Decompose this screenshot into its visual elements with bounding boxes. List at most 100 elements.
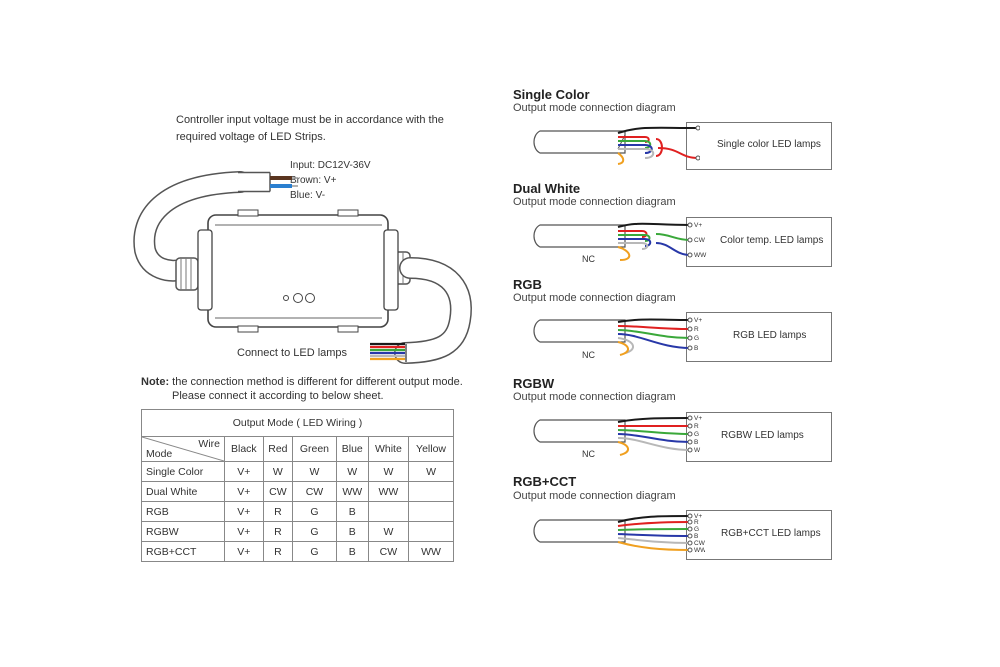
header-black: Black bbox=[224, 436, 264, 462]
dual-white-wiring: V+ CW WW NC bbox=[533, 222, 707, 264]
table-cell: G bbox=[292, 521, 337, 542]
table-row: RGB+CCT V+ R G B CW WW bbox=[141, 541, 454, 562]
table-cell: B bbox=[335, 501, 369, 522]
dual-white-subtitle: Output mode connection diagram bbox=[513, 196, 676, 208]
table-cell: V+ bbox=[224, 501, 264, 522]
note-line1: the connection method is different for d… bbox=[172, 376, 463, 388]
dual-white-lamp-label: Color temp. LED lamps bbox=[720, 235, 824, 246]
table-cell: R bbox=[262, 541, 294, 562]
pin-label: G bbox=[694, 335, 699, 342]
pin-label: WW bbox=[694, 547, 705, 554]
rgbcct-lamp-box bbox=[686, 510, 832, 560]
table-cell: V+ bbox=[224, 541, 264, 562]
pin-label: R bbox=[694, 423, 699, 430]
table-title: Output Mode ( LED Wiring ) bbox=[141, 409, 454, 437]
table-cell: W bbox=[367, 521, 410, 542]
button-icon-2 bbox=[305, 293, 315, 303]
pin-label: W bbox=[694, 447, 701, 454]
note: Note: the connection method is different… bbox=[141, 376, 463, 388]
table-row: Single Color V+ W W W W W bbox=[141, 461, 454, 482]
rgb-title: RGB bbox=[513, 277, 542, 292]
table-cell: CW bbox=[367, 541, 410, 562]
rgb-wiring: V+ R G B NC bbox=[533, 317, 702, 360]
pin-label: G bbox=[694, 526, 699, 533]
indicator-led-icon bbox=[283, 295, 289, 301]
rgbcct-lamp-label: RGB+CCT LED lamps bbox=[721, 528, 821, 539]
output-cable bbox=[395, 258, 471, 363]
note-line2: Please connect it according to below she… bbox=[172, 390, 384, 402]
rgbw-subtitle: Output mode connection diagram bbox=[513, 391, 676, 403]
note-label: Note: bbox=[141, 376, 170, 388]
row-mode: Single Color bbox=[141, 461, 225, 482]
table-cell: G bbox=[292, 501, 337, 522]
single-color-lamp-box bbox=[686, 122, 832, 170]
table-cell: W bbox=[367, 461, 410, 482]
table-cell bbox=[408, 521, 454, 542]
pin-label: V+ bbox=[694, 317, 702, 324]
left-cable-gland bbox=[175, 257, 199, 291]
table-cell: G bbox=[292, 541, 337, 562]
row-mode: RGBW bbox=[141, 521, 225, 542]
single-color-wiring: V+ V- bbox=[533, 125, 700, 165]
single-color-title: Single Color bbox=[513, 87, 590, 102]
rgbcct-title: RGB+CCT bbox=[513, 474, 577, 489]
table-cell: W bbox=[335, 461, 369, 482]
pin-label: CW bbox=[694, 540, 705, 547]
voltage-note-line1: Controller input voltage must be in acco… bbox=[176, 114, 444, 126]
table-cell: WW bbox=[367, 481, 410, 502]
nc-label: NC bbox=[582, 449, 595, 459]
rgb-subtitle: Output mode connection diagram bbox=[513, 292, 676, 304]
rgbcct-subtitle: Output mode connection diagram bbox=[513, 490, 676, 502]
pin-label: R bbox=[694, 519, 699, 526]
table-cell: V+ bbox=[224, 521, 264, 542]
table-row: RGBW V+ R G B W bbox=[141, 521, 454, 542]
single-color-lamp-label: Single color LED lamps bbox=[717, 139, 821, 150]
table-cell: WW bbox=[335, 481, 369, 502]
rgbw-wiring: V+ R G B W NC bbox=[533, 415, 702, 459]
rgbcct-wiring: V+ R G B CW WW bbox=[533, 513, 705, 554]
header-green: Green bbox=[292, 436, 337, 462]
table-cell: W bbox=[408, 461, 454, 482]
pin-label: B bbox=[694, 345, 698, 352]
corner-mode-label: Mode bbox=[146, 448, 173, 460]
header-red: Red bbox=[262, 436, 294, 462]
blue-wire-label: Blue: V- bbox=[290, 190, 326, 201]
rgbw-lamp-box bbox=[686, 412, 832, 462]
table-corner-cell: Wire Mode bbox=[141, 436, 225, 462]
header-yellow: Yellow bbox=[408, 436, 454, 462]
rgbw-title: RGBW bbox=[513, 376, 555, 391]
single-color-subtitle: Output mode connection diagram bbox=[513, 102, 676, 114]
row-mode: RGB bbox=[141, 501, 225, 522]
dual-white-lamp-box bbox=[686, 217, 832, 267]
input-voltage-label: Input: DC12V-36V bbox=[290, 160, 371, 171]
table-cell: W bbox=[262, 461, 294, 482]
rgb-lamp-label: RGB LED lamps bbox=[733, 330, 807, 341]
pin-label: WW bbox=[694, 252, 707, 259]
table-cell: W bbox=[292, 461, 337, 482]
controller-body bbox=[207, 214, 389, 328]
table-cell: R bbox=[262, 521, 294, 542]
pin-label: G bbox=[694, 431, 699, 438]
corner-wire-label: Wire bbox=[198, 438, 220, 450]
nc-label: NC bbox=[582, 254, 595, 264]
pin-label: B bbox=[694, 533, 698, 540]
header-blue: Blue bbox=[335, 436, 369, 462]
row-mode: Dual White bbox=[141, 481, 225, 502]
table-cell: B bbox=[335, 541, 369, 562]
voltage-note-line2: required voltage of LED Strips. bbox=[176, 131, 326, 143]
pin-label: B bbox=[694, 439, 698, 446]
row-mode: RGB+CCT bbox=[141, 541, 225, 562]
table-cell: CW bbox=[262, 481, 294, 502]
controller-illustration bbox=[133, 171, 472, 364]
brown-wire-label: Brown: V+ bbox=[290, 175, 337, 186]
table-cell: WW bbox=[408, 541, 454, 562]
rgbw-lamp-label: RGBW LED lamps bbox=[721, 430, 804, 441]
table-cell: V+ bbox=[224, 461, 264, 482]
pin-label: R bbox=[694, 326, 699, 333]
header-white: White bbox=[367, 436, 410, 462]
input-cable bbox=[134, 172, 250, 281]
table-cell: B bbox=[335, 521, 369, 542]
table-cell: CW bbox=[292, 481, 337, 502]
table-row: Dual White V+ CW CW WW WW bbox=[141, 481, 454, 502]
nc-label: NC bbox=[582, 350, 595, 360]
